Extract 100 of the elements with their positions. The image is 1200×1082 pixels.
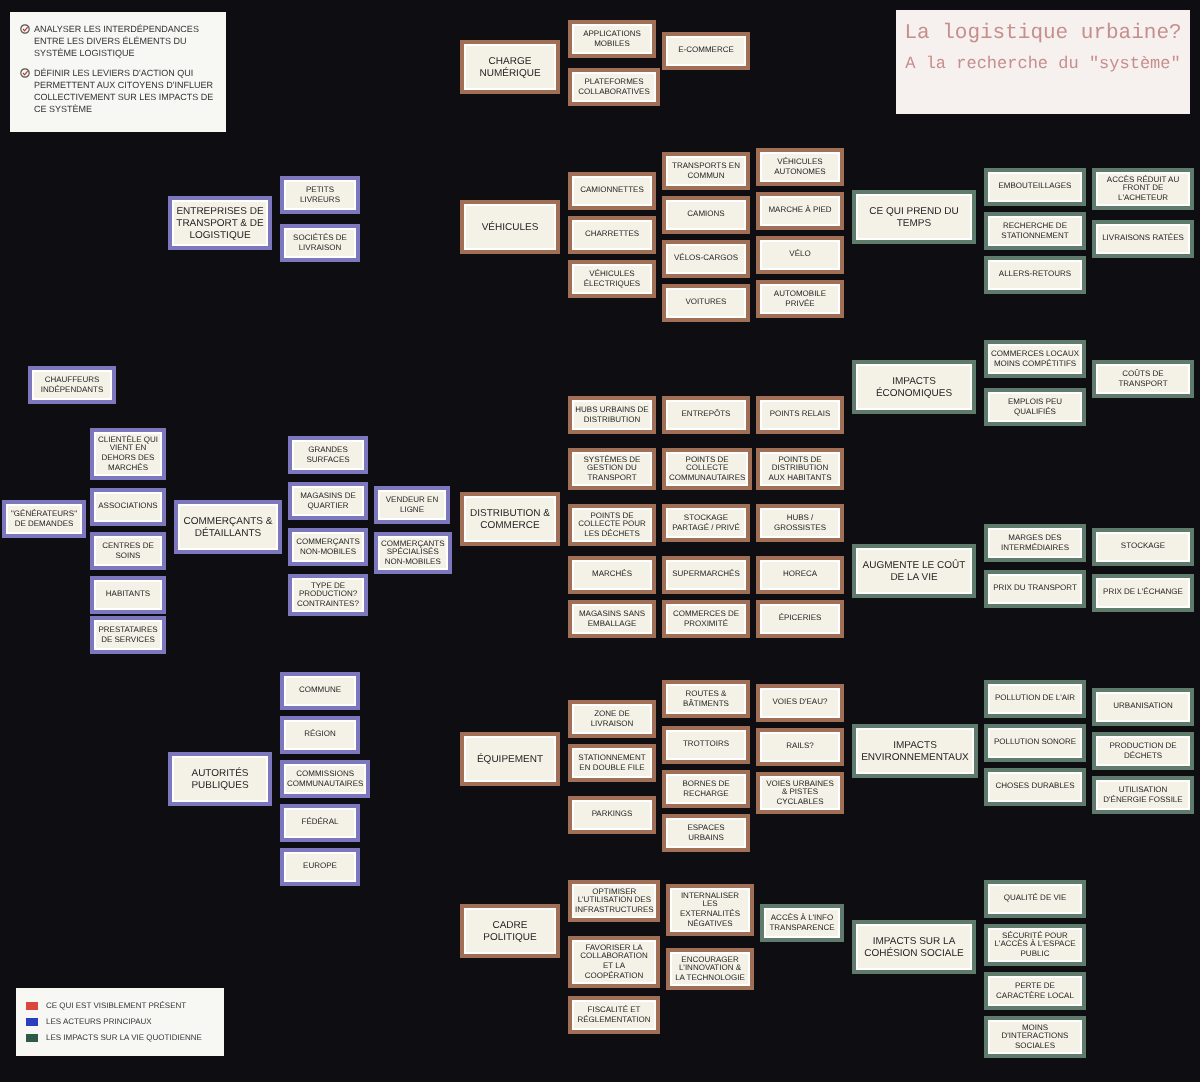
item-card xyxy=(666,884,754,937)
item-card xyxy=(568,172,656,210)
item-card xyxy=(984,168,1086,206)
item-card xyxy=(280,804,360,842)
item-card xyxy=(568,448,656,491)
item-card xyxy=(662,600,750,638)
item-card xyxy=(756,600,844,638)
item-card xyxy=(1092,360,1194,398)
item-card xyxy=(984,570,1086,608)
item-card xyxy=(756,504,844,542)
item-card xyxy=(662,196,750,234)
item-card xyxy=(756,684,844,722)
item-card xyxy=(662,240,750,278)
item-card xyxy=(760,904,844,942)
category-card xyxy=(460,904,560,958)
item-card xyxy=(756,728,844,766)
item-card xyxy=(662,504,750,542)
item-card xyxy=(568,216,656,254)
item-card xyxy=(984,880,1086,918)
item-card xyxy=(374,486,450,524)
title-card xyxy=(896,10,1190,114)
item-card xyxy=(984,768,1086,806)
item-card xyxy=(756,448,844,491)
item-card xyxy=(28,366,116,404)
item-card xyxy=(280,760,371,798)
item-card xyxy=(662,152,750,190)
item-card xyxy=(662,448,753,491)
item-card xyxy=(288,574,368,617)
item-card xyxy=(280,848,360,886)
item-card xyxy=(756,236,844,274)
item-card xyxy=(1092,220,1194,258)
item-card xyxy=(756,556,844,594)
category-card xyxy=(174,500,282,554)
item-card xyxy=(568,744,656,782)
item-card xyxy=(90,616,166,654)
item-card xyxy=(568,996,660,1034)
category-card xyxy=(460,40,560,94)
item-card xyxy=(984,212,1086,250)
item-card xyxy=(756,148,844,186)
category-card xyxy=(852,190,976,244)
item-card xyxy=(568,504,656,547)
category-card xyxy=(460,200,560,254)
category-card xyxy=(852,360,976,414)
item-card xyxy=(568,936,660,989)
item-card xyxy=(568,260,656,298)
item-card xyxy=(666,948,754,991)
item-card xyxy=(568,556,656,594)
item-card xyxy=(756,280,844,318)
item-card xyxy=(2,500,86,538)
item-card xyxy=(1092,776,1194,814)
item-card xyxy=(288,436,368,474)
item-card xyxy=(280,224,360,262)
item-card xyxy=(280,176,360,214)
item-card xyxy=(568,600,656,638)
item-card xyxy=(662,32,750,70)
item-card xyxy=(756,192,844,230)
category-card xyxy=(852,920,976,974)
item-card xyxy=(662,770,750,808)
item-card xyxy=(288,528,368,566)
item-card xyxy=(756,772,844,815)
item-card xyxy=(288,482,368,520)
item-card xyxy=(662,556,750,594)
item-card xyxy=(984,524,1086,562)
item-card xyxy=(568,68,660,106)
category-card xyxy=(852,544,976,598)
item-card xyxy=(662,284,750,322)
item-card xyxy=(374,532,452,575)
category-card xyxy=(460,492,560,546)
item-card xyxy=(662,814,750,852)
item-card xyxy=(568,796,656,834)
category-card xyxy=(460,732,560,786)
item-card xyxy=(662,680,750,718)
item-card xyxy=(90,488,166,526)
item-card xyxy=(984,680,1086,718)
item-card xyxy=(568,396,656,434)
item-card xyxy=(662,726,750,764)
item-card xyxy=(1092,732,1194,770)
item-card xyxy=(1092,574,1194,612)
item-card xyxy=(90,532,166,570)
item-card xyxy=(1092,528,1194,566)
item-card xyxy=(984,340,1086,378)
item-card xyxy=(984,724,1086,762)
item-card xyxy=(1092,168,1194,211)
category-card xyxy=(852,724,978,778)
item-card xyxy=(280,716,360,754)
category-card xyxy=(168,196,272,250)
item-card xyxy=(1092,688,1194,726)
item-card xyxy=(280,672,360,710)
title-text: La logistique urbaine? xyxy=(904,22,1182,46)
item-card xyxy=(756,396,844,434)
note-card xyxy=(10,12,226,133)
item-card xyxy=(984,972,1086,1010)
item-card xyxy=(984,1016,1086,1059)
item-card xyxy=(984,924,1086,967)
category-card xyxy=(168,752,272,806)
item-card xyxy=(568,20,656,58)
item-card xyxy=(984,256,1086,294)
item-card xyxy=(90,576,166,614)
item-card xyxy=(568,700,656,738)
subtitle-text: A la recherche du "système" xyxy=(904,54,1182,74)
